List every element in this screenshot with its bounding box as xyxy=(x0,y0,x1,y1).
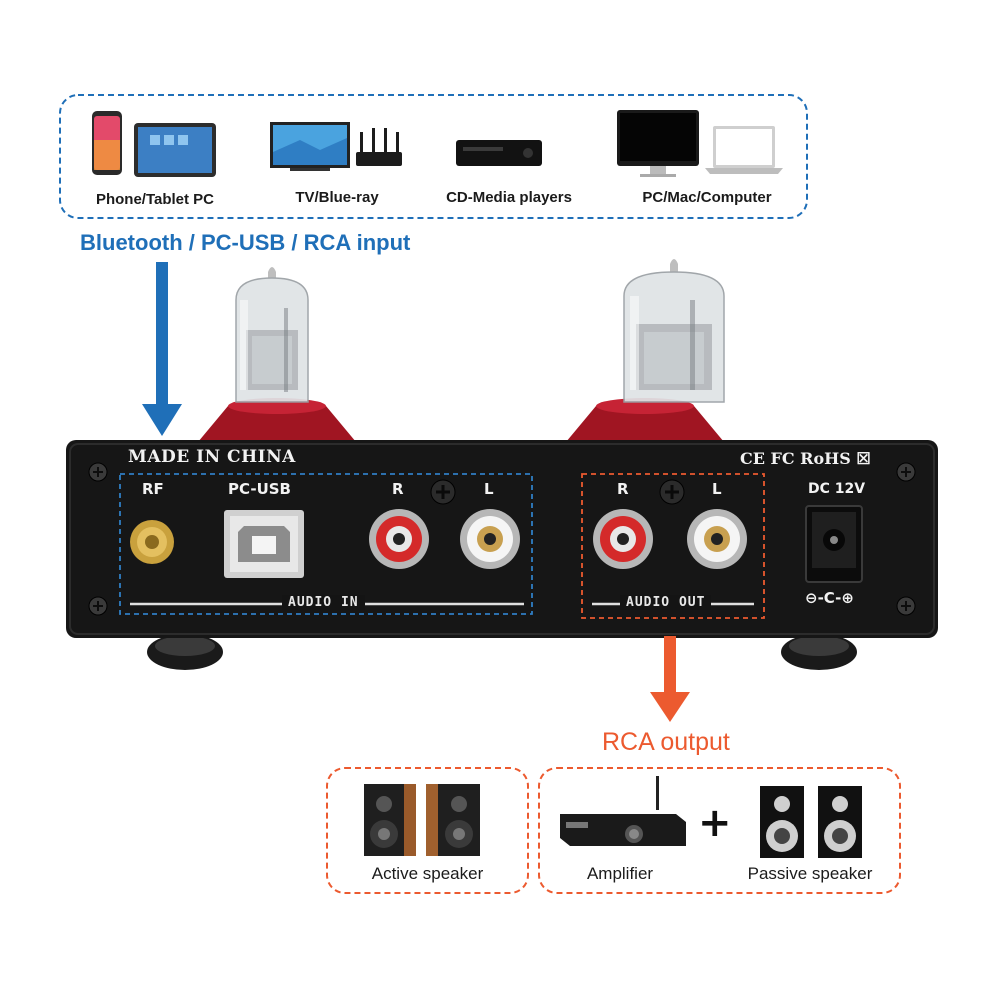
out-l-label: L xyxy=(712,480,722,498)
certification-marks: CE FC RoHS ☒ xyxy=(740,449,871,468)
center-screw-in xyxy=(430,479,456,505)
passive-speaker-left xyxy=(760,786,804,858)
audio-out-label: AUDIO OUT xyxy=(620,595,712,610)
phone-icon xyxy=(92,111,122,175)
right-vacuum-tube xyxy=(623,259,725,403)
center-screw-out xyxy=(659,479,685,505)
passive-speaker-label: Passive speaker xyxy=(747,864,873,883)
active-speaker-right xyxy=(426,784,480,856)
out-r-label: R xyxy=(617,480,629,498)
input-arrow-shaft xyxy=(156,262,168,410)
right-tube-base xyxy=(566,406,724,442)
active-speaker-frame xyxy=(326,767,529,894)
left-vacuum-tube xyxy=(235,267,309,403)
device-label-phone-tablet: Phone/Tablet PC xyxy=(95,191,215,208)
device-label-tv: TV/Blue-ray xyxy=(295,189,379,206)
rf-antenna-connector xyxy=(130,520,174,564)
input-sources-frame xyxy=(59,94,808,219)
output-arrow-head xyxy=(650,692,690,722)
in-r-label: R xyxy=(392,480,404,498)
output-arrow-shaft xyxy=(664,636,676,698)
made-in-china-text: MADE IN CHINA xyxy=(128,447,296,467)
monitor-icon xyxy=(617,110,699,177)
tv-icon xyxy=(270,122,350,171)
audio-in-label: AUDIO IN xyxy=(282,595,365,610)
laptop-icon xyxy=(705,126,783,174)
amplifier-device xyxy=(560,776,686,846)
rca-in-right-jack xyxy=(369,509,429,569)
rca-in-left-jack xyxy=(460,509,520,569)
amplifier-label: Amplifier xyxy=(586,864,654,883)
dc-power-jack xyxy=(805,505,863,583)
in-l-label: L xyxy=(484,480,494,498)
device-label-cd: CD-Media players xyxy=(446,189,572,206)
router-icon xyxy=(356,128,402,166)
rca-out-left-jack xyxy=(687,509,747,569)
input-caption: Bluetooth / PC-USB / RCA input xyxy=(80,230,411,255)
tablet-icon xyxy=(134,123,216,177)
active-speaker-label: Active speaker xyxy=(371,864,484,883)
input-arrow-head xyxy=(142,404,182,436)
active-speaker-left xyxy=(364,784,416,856)
polarity-symbol: ⊖-C-⊕ xyxy=(805,589,854,607)
usb-b-port xyxy=(224,510,304,578)
audio-in-frame xyxy=(119,473,533,615)
rca-out-right-jack xyxy=(593,509,653,569)
amplifier-passive-frame xyxy=(538,767,901,894)
dc-12v-label: DC 12V xyxy=(808,481,866,497)
pc-usb-label: PC-USB xyxy=(228,480,291,498)
passive-speaker-right xyxy=(818,786,862,858)
output-caption: RCA output xyxy=(602,728,730,756)
left-tube-base xyxy=(198,406,356,442)
plus-symbol: + xyxy=(698,800,732,846)
cd-player-icon xyxy=(456,140,542,166)
audio-out-frame xyxy=(581,473,765,619)
rf-label: RF xyxy=(142,480,164,498)
device-label-pc: PC/Mac/Computer xyxy=(642,189,772,206)
